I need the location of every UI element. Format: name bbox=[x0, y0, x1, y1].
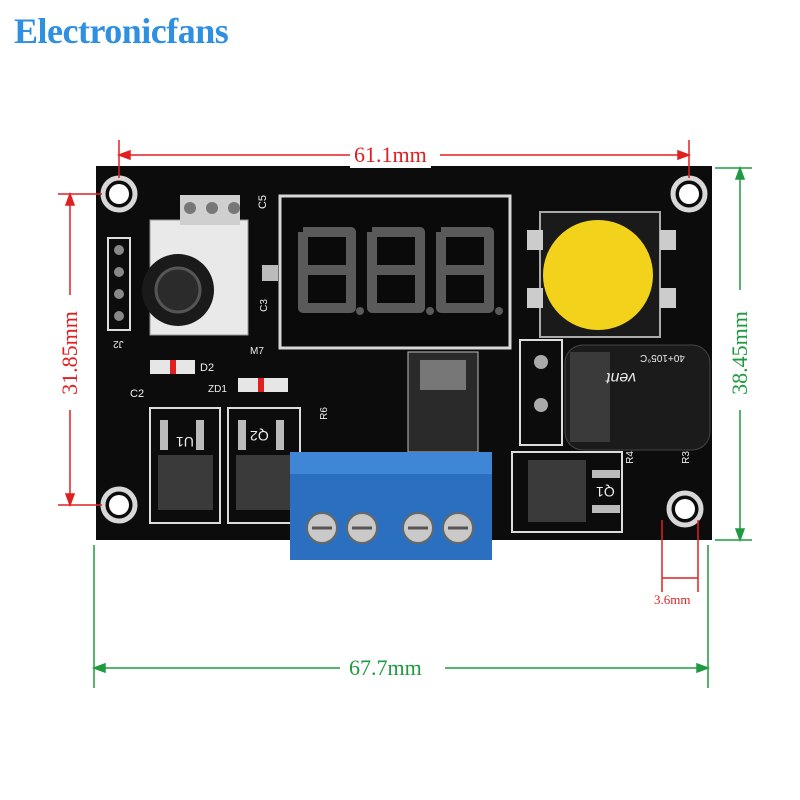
dim-left-height: 31.85mm bbox=[57, 305, 83, 401]
mounting-holes bbox=[100, 175, 708, 528]
brand-logo: Electronicfans bbox=[14, 11, 229, 51]
dim-top-width: 61.1mm bbox=[350, 142, 431, 168]
label-j2: J2 bbox=[113, 338, 124, 349]
label-zd1: ZD1 bbox=[208, 384, 227, 395]
label-r6: R6 bbox=[318, 407, 330, 420]
label-c2: C2 bbox=[130, 388, 145, 400]
center-mosfet bbox=[407, 351, 479, 453]
terminal-block bbox=[290, 452, 492, 560]
capacitor-rating: 40+105°C bbox=[640, 352, 685, 363]
capacitor-brand: vent bbox=[606, 369, 637, 386]
dim-bottom-width: 67.7mm bbox=[345, 655, 426, 681]
label-r4: R4 bbox=[624, 451, 636, 464]
j2-header bbox=[107, 237, 131, 331]
green-dimension-lines bbox=[91, 165, 752, 688]
capacitor bbox=[564, 344, 711, 451]
capacitor-pads bbox=[519, 339, 563, 446]
label-c3: C3 bbox=[258, 299, 270, 312]
u1-regulator bbox=[149, 407, 221, 524]
q1-transistor bbox=[511, 451, 623, 533]
dim-right-height: 38.45mm bbox=[727, 305, 753, 401]
label-m7: M7 bbox=[250, 346, 264, 357]
label-q2: Q2 bbox=[250, 428, 269, 444]
dim-hole-offset: 3.6mm bbox=[654, 592, 691, 608]
label-d2: D2 bbox=[200, 362, 215, 374]
potentiometer bbox=[142, 195, 278, 336]
label-u1: U1 bbox=[176, 434, 194, 450]
seven-segment-display bbox=[278, 194, 512, 350]
label-r3: R3 bbox=[680, 451, 692, 464]
label-c5: C5 bbox=[257, 194, 270, 210]
label-q1: Q1 bbox=[596, 484, 615, 500]
push-button bbox=[527, 211, 676, 338]
red-dimension-lines bbox=[58, 140, 699, 592]
